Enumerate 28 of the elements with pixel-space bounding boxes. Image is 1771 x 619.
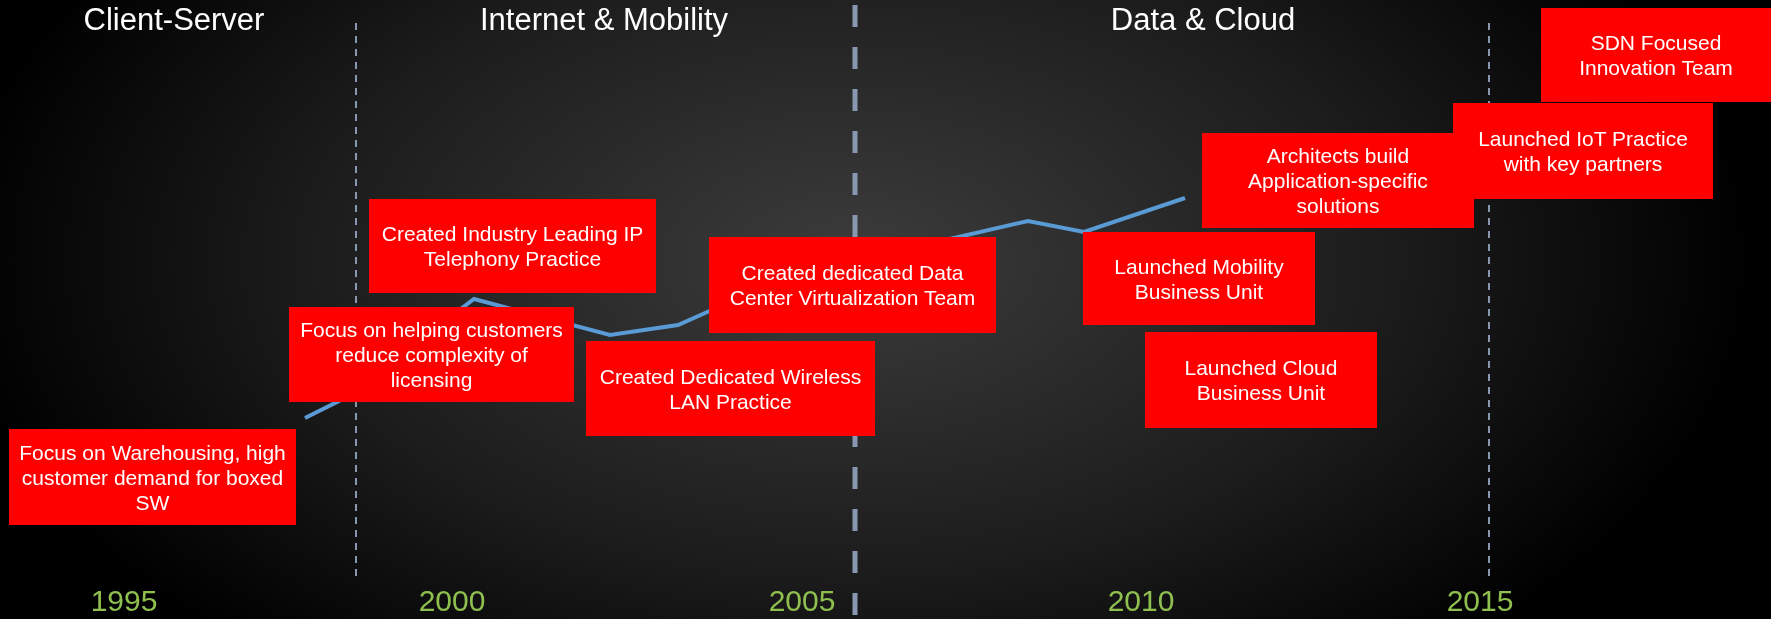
milestone-text: Created Industry Leading IP Telephony Practice [380, 221, 645, 271]
year-label: 1995 [90, 584, 158, 618]
milestone-box [9, 429, 296, 525]
milestone-text: Created dedicated Data Center Virtualization Team [728, 260, 977, 310]
era-heading: Data & Cloud [1110, 2, 1296, 38]
milestone-box [1083, 232, 1315, 325]
year-label: 2015 [1446, 584, 1514, 618]
milestone-box [1541, 8, 1771, 102]
milestone-box [289, 307, 574, 402]
milestone-text: Launched Cloud Business Unit [1183, 355, 1339, 405]
milestone-box [709, 237, 996, 333]
milestone-text: SDN Focused Innovation Team [1578, 30, 1734, 80]
milestone-text: Launched Mobility Business Unit [1113, 253, 1285, 304]
milestone-text: Created Dedicated Wireless LAN Practice [598, 363, 863, 414]
milestone-box [586, 341, 875, 436]
year-label: 2010 [1107, 584, 1175, 618]
year-label: 2005 [768, 584, 836, 618]
milestone-box [1145, 332, 1377, 428]
milestone-box [369, 199, 656, 293]
milestone-text: Focus on helping customers reduce complexity of licensing [299, 317, 564, 392]
milestone-text: Launched IoT Practice with key partners [1477, 126, 1689, 176]
milestone-box [1453, 103, 1713, 199]
milestone-text: Architects build Application-specific solutions [1247, 143, 1429, 218]
milestone-text: Focus on Warehousing, high customer demand for boxed SW [19, 439, 286, 515]
year-label: 2000 [418, 584, 486, 618]
era-heading: Client-Server [83, 2, 265, 38]
era-heading: Internet & Mobility [479, 2, 729, 38]
milestone-box [1202, 133, 1474, 228]
